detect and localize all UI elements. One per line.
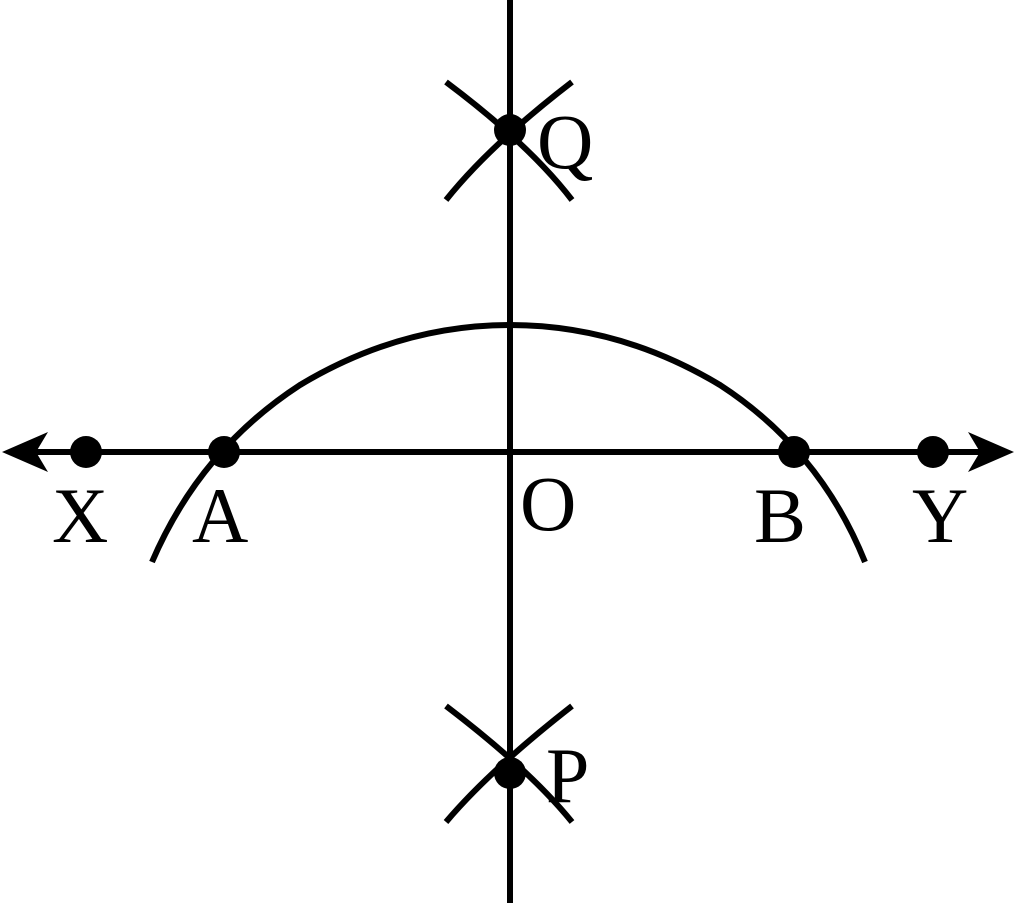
label-q: Q — [537, 98, 593, 185]
label-y: Y — [912, 472, 968, 559]
point-b — [778, 436, 810, 468]
point-q — [494, 114, 526, 146]
label-p: P — [546, 732, 589, 819]
point-y — [917, 436, 949, 468]
label-b: B — [754, 472, 806, 559]
point-a — [208, 436, 240, 468]
arc-centered-o — [149, 321, 868, 564]
arc-q-right — [443, 79, 574, 202]
label-x: X — [52, 472, 108, 559]
label-a: A — [192, 472, 248, 559]
right-arrowhead-icon — [968, 432, 1014, 472]
arc-q-left — [444, 79, 575, 202]
point-p — [494, 757, 526, 789]
point-x — [70, 436, 102, 468]
label-o: O — [520, 460, 576, 547]
left-arrowhead-icon — [2, 432, 48, 472]
